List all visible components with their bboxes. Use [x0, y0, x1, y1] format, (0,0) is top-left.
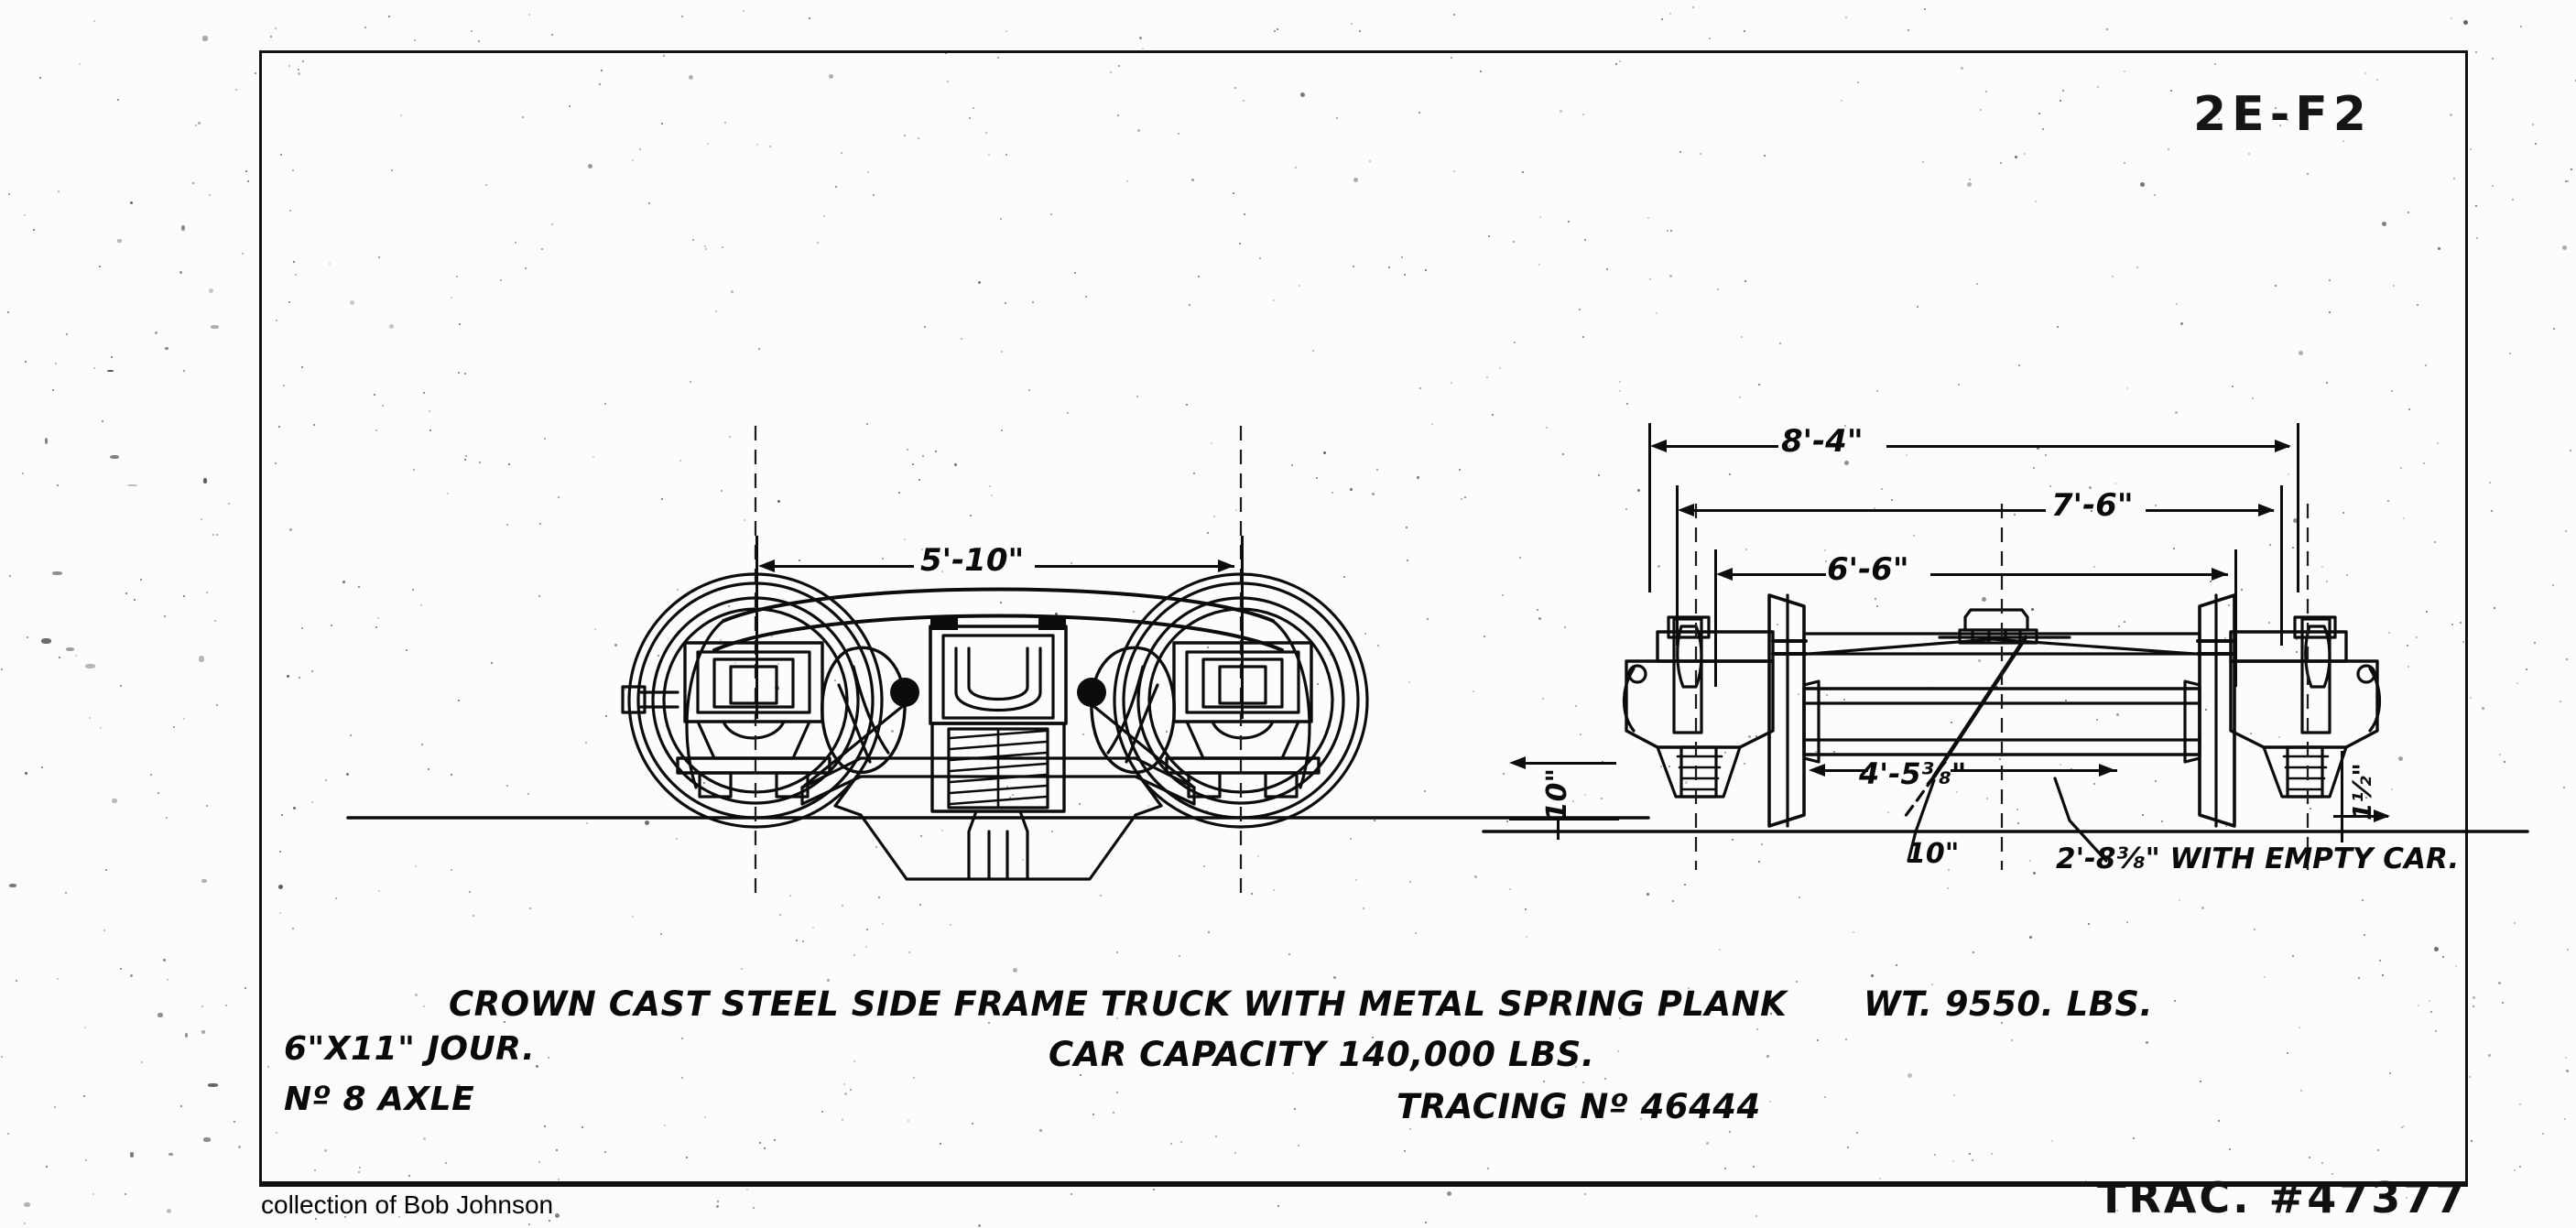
dimension-label-right-height: 1½"	[2347, 762, 2378, 821]
annotation-label-empty-car: 2'-8⅜" WITH EMPTY CAR.	[2056, 842, 2460, 875]
dimension-label-overall-width: 8'-4"	[1781, 423, 1864, 460]
side-elevation-view	[1482, 504, 2529, 888]
dimension-label-axle-height: 4'-5⅜"	[1859, 756, 1967, 791]
side-elevation-drawing	[1482, 504, 2529, 870]
capacity-note: CAR CAPACITY 140,000 LBS.	[1049, 1035, 1595, 1074]
end-elevation-view	[346, 426, 1650, 934]
tracing-note: TRACING Nº 46444	[1397, 1087, 1761, 1126]
dimension-label-left-height: 10"	[1541, 767, 1574, 821]
main-title: CROWN CAST STEEL SIDE FRAME TRUCK WITH M…	[449, 984, 1788, 1024]
dimension-label-wheel-gauge: 5'-10"	[920, 542, 1025, 579]
sheet-code-handwritten: 2E-F2	[2193, 87, 2372, 142]
weight-note: WT. 9550. LBS.	[1864, 984, 2154, 1024]
trac-stamp-handwritten: TRAC. #47377	[2097, 1173, 2468, 1223]
end-elevation-drawing	[346, 426, 1650, 897]
journal-note: 6"X11" JOUR.	[284, 1030, 536, 1068]
dimension-label-frame-width: 7'-6"	[2051, 487, 2134, 524]
axle-note: Nº 8 AXLE	[284, 1081, 475, 1118]
annotation-label-leader-small: 10"	[1907, 838, 1960, 870]
bottom-divider	[259, 1184, 2468, 1187]
dimension-label-journal-centers: 6'-6"	[1827, 551, 1909, 588]
drawing-border-frame	[259, 50, 2468, 1184]
collection-caption: collection of Bob Johnson	[261, 1190, 554, 1219]
